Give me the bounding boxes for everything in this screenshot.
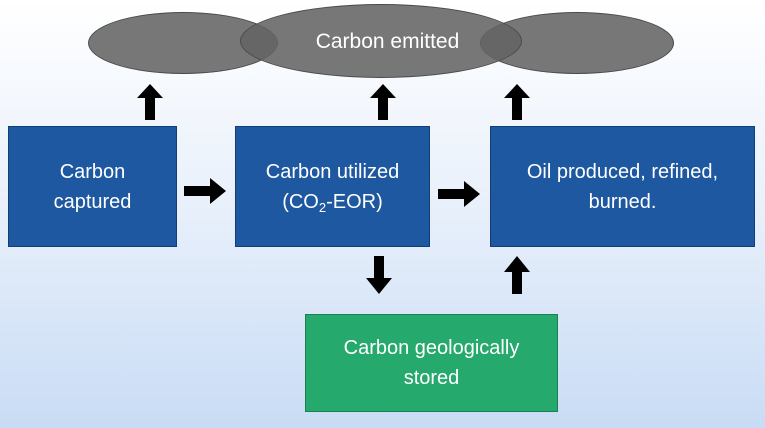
carbon-captured-line2: captured bbox=[53, 190, 132, 213]
co2-subscript: 2 bbox=[318, 199, 327, 215]
oil-produced-line2: burned. bbox=[588, 190, 657, 213]
oil-produced-box: Oil produced, refined, burned. bbox=[490, 126, 755, 247]
arrow-oil-to-emitted bbox=[504, 84, 530, 120]
carbon-utilized-box: Carbon utilized (CO2-EOR) bbox=[235, 126, 430, 247]
emission-cloud-center bbox=[240, 4, 522, 78]
co2-eor-open: (CO bbox=[282, 190, 319, 213]
carbon-stored-line2: stored bbox=[403, 367, 460, 389]
carbon-utilized-line2: (CO2-EOR) bbox=[282, 187, 383, 217]
arrow-utilized-to-emitted bbox=[370, 84, 396, 120]
arrow-utilized-to-oil bbox=[438, 181, 480, 207]
carbon-captured-box: Carbon captured bbox=[8, 126, 177, 247]
carbon-utilized-line1: Carbon utilized bbox=[265, 160, 400, 183]
carbon-captured-line1: Carbon bbox=[59, 160, 126, 183]
carbon-emitted-label: Carbon emitted bbox=[315, 30, 460, 53]
co2-eor-close: -EOR) bbox=[326, 190, 383, 213]
oil-produced-line1: Oil produced, refined, bbox=[526, 160, 719, 183]
carbon-stored-line1: Carbon geologically bbox=[343, 337, 520, 359]
arrow-captured-to-emitted bbox=[137, 84, 163, 120]
arrow-captured-to-utilized bbox=[184, 178, 226, 204]
arrow-stored-to-oil bbox=[504, 256, 530, 294]
carbon-stored-box: Carbon geologically stored bbox=[305, 314, 558, 412]
arrow-utilized-to-stored bbox=[366, 256, 392, 294]
